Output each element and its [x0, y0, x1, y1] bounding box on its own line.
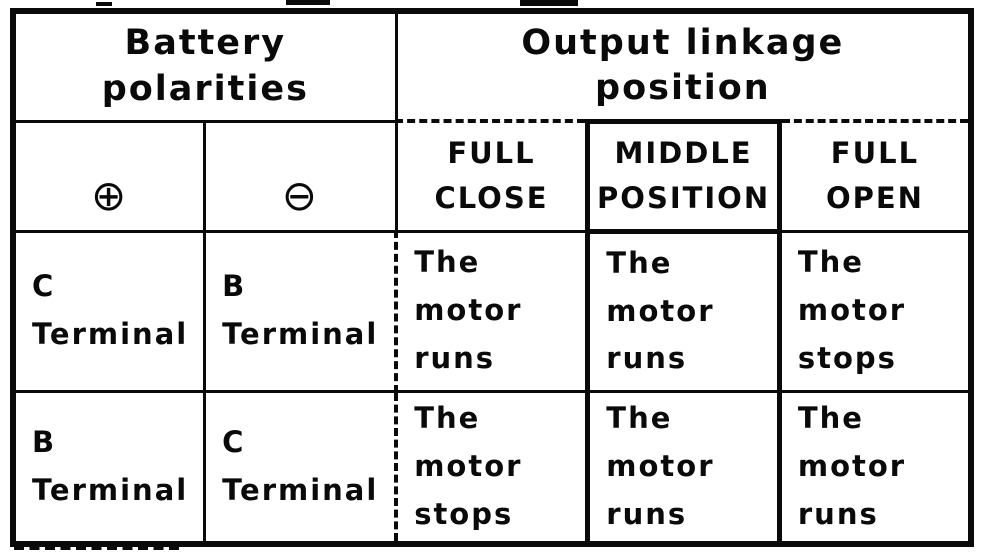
- column-positive-polarity: ⊕: [11, 119, 207, 233]
- battery-polarity-linkage-table: Battery polarities Output linkage positi…: [10, 8, 974, 547]
- cell-full-close-result: The motor stops: [394, 389, 590, 546]
- cell-negative-terminal: C Terminal: [203, 389, 398, 546]
- scan-dash-fragment: [14, 545, 179, 550]
- column-full-close: FULL CLOSE: [394, 119, 590, 233]
- subheader-row: ⊕ ⊖ FULL CLOSE MIDDLE POSITION FULL OPEN: [11, 118, 973, 234]
- cell-full-close-result: The motor runs: [394, 229, 590, 393]
- column-middle-position: MIDDLE POSITION: [585, 118, 782, 234]
- scan-speck: [96, 2, 112, 6]
- cell-full-open-result: The motor runs: [776, 389, 973, 546]
- circled-plus-icon: ⊕: [90, 170, 129, 220]
- cell-negative-terminal: B Terminal: [203, 229, 398, 393]
- scan-speck: [286, 0, 330, 5]
- circled-minus-icon: ⊖: [281, 170, 319, 220]
- column-full-open: FULL OPEN: [776, 119, 973, 233]
- scan-speck: [520, 0, 578, 6]
- header-output-linkage-position: Output linkage position: [394, 9, 973, 123]
- column-negative-polarity: ⊖: [203, 119, 398, 233]
- table-row: B Terminal C Terminal The motor stops Th…: [11, 389, 973, 546]
- cell-positive-terminal: C Terminal: [11, 229, 207, 393]
- header-battery-polarities: Battery polarities: [11, 9, 398, 123]
- cell-middle-position-result: The motor runs: [585, 389, 781, 546]
- cell-middle-position-result: The motor runs: [585, 229, 781, 393]
- table-row: C Terminal B Terminal The motor runs The…: [11, 229, 973, 393]
- cell-full-open-result: The motor stops: [776, 229, 973, 393]
- header-group-row: Battery polarities Output linkage positi…: [11, 9, 973, 123]
- cell-positive-terminal: B Terminal: [11, 389, 207, 546]
